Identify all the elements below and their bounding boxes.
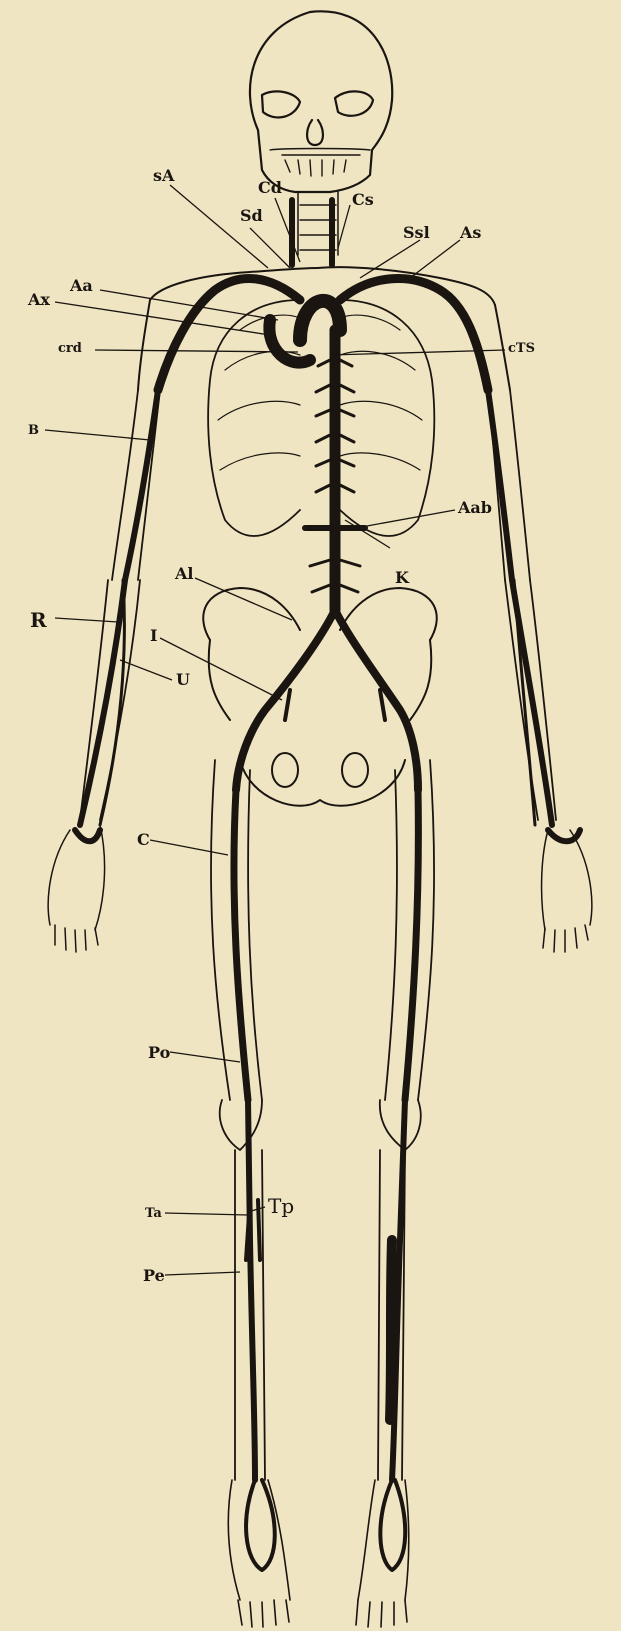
label-Cs: Cs <box>352 192 374 208</box>
label-sA: sA <box>153 168 174 184</box>
arm-bones <box>80 390 556 820</box>
label-Aab: Aab <box>458 500 492 516</box>
label-Al: Al <box>175 566 194 582</box>
label-Ta: Ta <box>145 1207 162 1220</box>
label-Cd: Cd <box>258 180 282 196</box>
label-B: B <box>28 424 39 437</box>
arteries <box>75 200 580 1570</box>
label-cTS: cTS <box>508 342 535 355</box>
label-Tp: Tp <box>268 1196 294 1216</box>
label-Sd: Sd <box>240 208 263 224</box>
label-K: K <box>395 570 409 586</box>
label-I: I <box>150 628 157 644</box>
leg-bones <box>211 760 434 1480</box>
label-Aa: Aa <box>70 278 93 294</box>
label-crd: crd <box>58 342 82 355</box>
ribcage <box>208 300 434 536</box>
label-R: R <box>30 610 47 630</box>
shoulder-girdle <box>138 267 510 390</box>
label-Ax: Ax <box>28 292 50 308</box>
skull <box>250 11 392 192</box>
hands <box>48 825 592 952</box>
label-C: C <box>137 832 150 848</box>
label-Ssl: Ssl <box>403 225 430 241</box>
label-Pe: Pe <box>143 1268 165 1284</box>
label-As: As <box>460 225 481 241</box>
label-Po: Po <box>148 1045 170 1061</box>
label-U: U <box>176 672 190 688</box>
